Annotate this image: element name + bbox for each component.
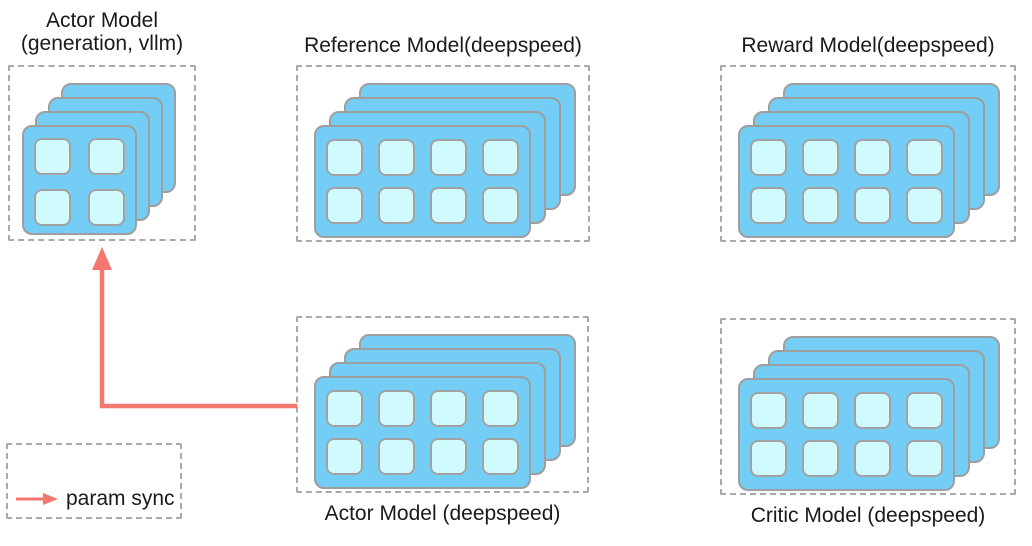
gpu-cell [750,440,787,477]
gpu-cell [378,390,415,427]
gpu-card-stack-actor-deepspeed [298,318,587,491]
model-box-actor-deepspeed [296,316,589,493]
param-sync-arrow-icon [16,493,58,505]
gpu-cell [88,138,125,175]
gpu-cell [378,187,415,224]
param-sync-arrow-line [99,264,297,409]
model-box-critic [720,318,1016,495]
gpu-cell [906,187,943,224]
gpu-cell [750,187,787,224]
gpu-cell [326,139,363,176]
param-sync-arrowhead [92,247,112,270]
gpu-cell [854,139,891,176]
gpu-cell [482,438,519,475]
gpu-cell [854,392,891,429]
gpu-cell [802,440,839,477]
gpu-cell [802,392,839,429]
gpu-cell [854,440,891,477]
gpu-cell [750,139,787,176]
model-box-reference [296,65,590,242]
legend-box: param sync [6,443,182,519]
gpu-cell [430,438,467,475]
gpu-cell [378,139,415,176]
gpu-cell [482,187,519,224]
gpu-cell [34,189,71,226]
model-title-reward: Reward Model(deepspeed) [741,34,995,57]
gpu-card [314,125,531,238]
model-box-actor-vllm [8,65,196,241]
model-title-actor-deepspeed: Actor Model (deepspeed) [324,502,561,525]
gpu-card [738,378,955,491]
gpu-cell [326,390,363,427]
gpu-card [738,125,955,238]
gpu-cell [378,438,415,475]
model-title-actor-vllm: Actor Model (generation, vllm) [20,9,184,55]
gpu-cell [430,390,467,427]
gpu-cell [430,139,467,176]
gpu-cell [750,392,787,429]
gpu-card-stack-critic [722,320,1014,493]
gpu-cell [802,139,839,176]
gpu-card [314,376,531,489]
model-title-reference: Reference Model(deepspeed) [304,34,582,57]
gpu-card [22,125,137,235]
gpu-cell [482,390,519,427]
gpu-card-stack-reward [722,67,1014,240]
gpu-card-stack-actor-vllm [10,67,194,239]
model-title-critic: Critic Model (deepspeed) [750,504,986,527]
gpu-cell [906,440,943,477]
gpu-cell [482,139,519,176]
gpu-card-stack-reference [298,67,588,240]
gpu-cell [34,138,71,175]
legend-label: param sync [66,487,175,510]
gpu-cell [802,187,839,224]
gpu-cell [906,139,943,176]
model-box-reward [720,65,1016,242]
gpu-cell [326,187,363,224]
gpu-cell [88,189,125,226]
gpu-cell [430,187,467,224]
gpu-cell [326,438,363,475]
gpu-cell [906,392,943,429]
legend-row: param sync [15,487,175,511]
gpu-cell [854,187,891,224]
